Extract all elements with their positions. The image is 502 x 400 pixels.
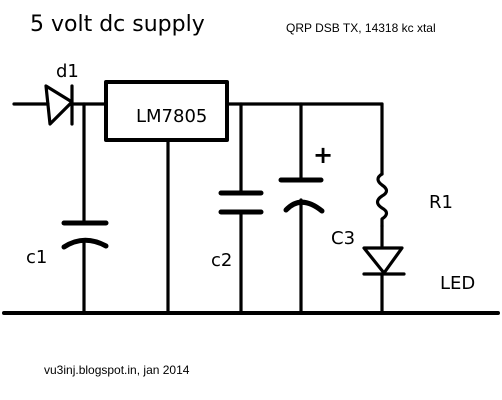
led-label: LED	[440, 273, 476, 294]
diagram-subtitle: QRP DSB TX, 14318 kc xtal	[286, 21, 436, 35]
led-symbol	[362, 246, 406, 276]
capacitor-c1-label: c1	[26, 247, 48, 268]
c3-polarity-mark: +	[313, 141, 334, 169]
diode-d1-label: d1	[56, 61, 79, 82]
resistor-r1-symbol	[375, 172, 389, 228]
capacitor-c3-label: C3	[331, 228, 356, 249]
diode-d1-symbol	[44, 84, 74, 126]
capacitor-c3-plate-bottom	[283, 199, 325, 214]
regulator-lm7805-body	[104, 80, 229, 142]
footer-credit: vu3inj.blogspot.in, jan 2014	[44, 363, 190, 377]
capacitor-c2-label: c2	[211, 250, 233, 271]
resistor-r1-label: R1	[429, 192, 453, 213]
regulator-label: LM7805	[136, 106, 208, 127]
diagram-title: 5 volt dc supply	[30, 12, 205, 37]
